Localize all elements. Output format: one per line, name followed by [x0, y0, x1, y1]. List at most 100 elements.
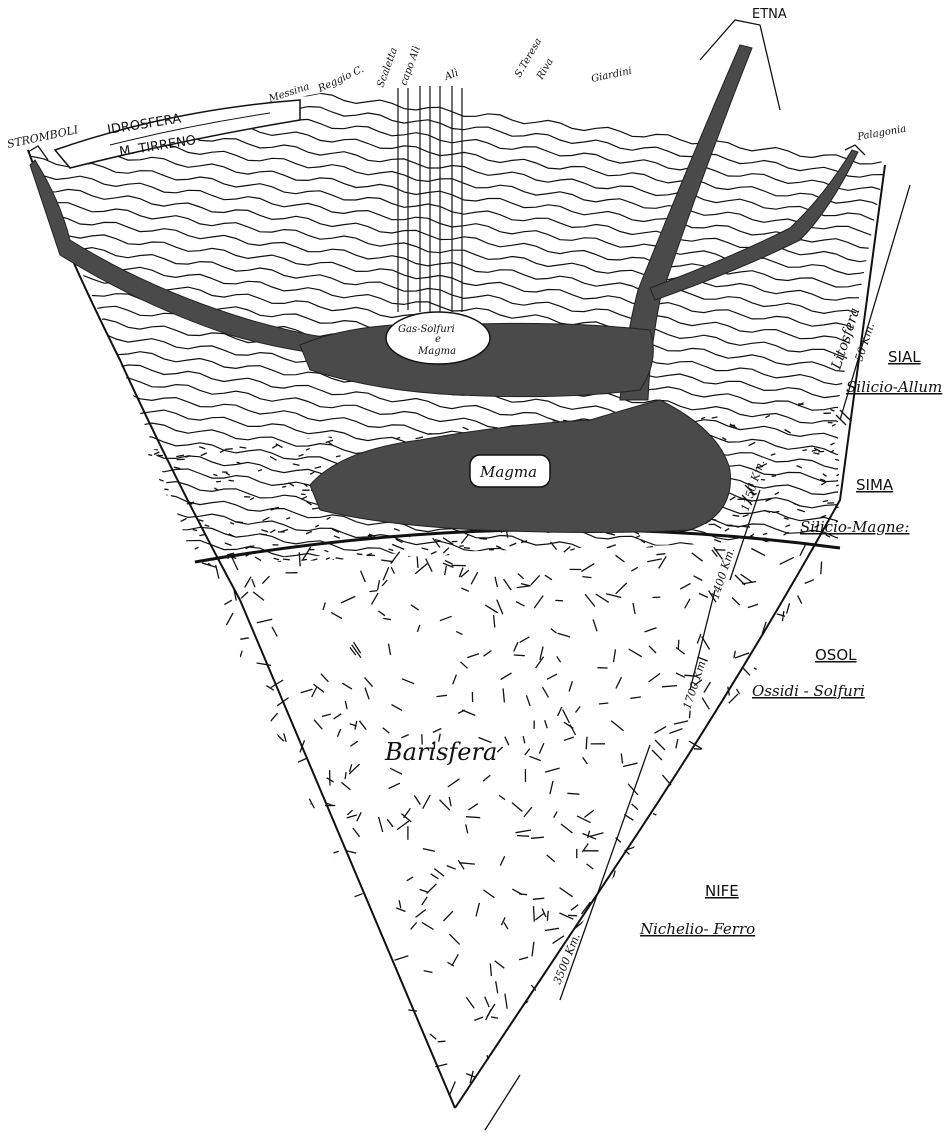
barisfera-dash: [590, 922, 594, 930]
sima-dash: [772, 399, 778, 401]
sima-dash: [438, 415, 445, 416]
barisfera-dash: [576, 706, 581, 712]
barisfera-dash: [337, 950, 348, 956]
barisfera-dash: [241, 592, 248, 598]
barisfera-dash: [777, 955, 782, 970]
barisfera-dash: [327, 948, 331, 954]
barisfera-dash: [796, 735, 807, 740]
barisfera-dash: [505, 994, 507, 1009]
barisfera-dash: [612, 1079, 621, 1080]
barisfera-dash: [556, 1093, 565, 1097]
sima-dash: [169, 402, 176, 406]
barisfera-dash: [745, 778, 756, 784]
barisfera-dash: [521, 584, 531, 586]
barisfera-dash: [490, 964, 491, 977]
barisfera-dash: [676, 823, 685, 824]
barisfera-dash: [554, 1084, 557, 1096]
barisfera-dash: [261, 841, 274, 844]
sima-dash: [234, 427, 241, 430]
barisfera-dash: [207, 1033, 214, 1041]
barisfera-dash: [606, 594, 621, 598]
barisfera-dash: [620, 929, 624, 936]
barisfera-dash: [347, 851, 357, 853]
barisfera-dash: [670, 851, 676, 857]
barisfera-dash: [299, 807, 301, 815]
gas-vent-lines: [398, 86, 462, 312]
barisfera-dash: [804, 877, 813, 888]
barisfera-dash: [226, 613, 233, 625]
sima-dash: [765, 415, 769, 417]
barisfera-dash: [844, 1037, 846, 1050]
barisfera-dash: [327, 856, 335, 859]
barisfera-dash: [550, 781, 553, 794]
barisfera-dash: [561, 824, 573, 833]
barisfera-dash: [524, 807, 532, 817]
barisfera-dash: [797, 781, 802, 786]
barisfera-dash: [494, 615, 495, 628]
sima-dash: [181, 519, 187, 522]
barisfera-dash: [814, 819, 816, 830]
barisfera-dash: [495, 577, 497, 587]
barisfera-dash: [206, 827, 218, 829]
barisfera-dash: [483, 890, 494, 898]
sima-dash: [324, 550, 328, 552]
sima-dash: [445, 403, 452, 407]
sima-dash: [334, 562, 339, 564]
sima-dash: [270, 457, 276, 461]
barisfera-dash: [828, 607, 835, 610]
barisfera-dash: [780, 557, 794, 564]
barisfera-dash: [266, 968, 277, 976]
barisfera-dash: [622, 893, 633, 897]
barisfera-dash: [654, 849, 660, 854]
sima-dash: [350, 427, 356, 431]
label-reggio: Reggio C.: [316, 64, 366, 95]
barisfera-dash: [565, 1025, 566, 1032]
barisfera-dash: [187, 726, 194, 737]
barisfera-dash: [397, 821, 409, 830]
barisfera-dash: [359, 721, 366, 730]
barisfera-dash: [345, 772, 346, 779]
sima-dash: [597, 567, 603, 570]
barisfera-dash: [750, 864, 751, 879]
label-barisfera: Barisfera: [384, 738, 497, 766]
barisfera-dash: [440, 800, 450, 810]
sima-dash: [479, 566, 483, 568]
sima-dash: [832, 424, 836, 426]
sima-dash: [299, 454, 304, 456]
barisfera-dash: [257, 663, 271, 665]
barisfera-dash: [554, 811, 557, 817]
barisfera-dash: [265, 876, 267, 884]
barisfera-dash: [520, 637, 530, 643]
barisfera-dash: [560, 888, 573, 897]
sima-dash: [797, 466, 802, 468]
barisfera-dash: [376, 1056, 387, 1067]
sima-dash: [757, 550, 763, 552]
barisfera-dash: [657, 872, 669, 882]
barisfera-dash: [257, 724, 270, 726]
sima-dash: [725, 528, 729, 531]
barisfera-dash: [669, 729, 682, 734]
barisfera-dash: [734, 651, 735, 659]
barisfera-dash: [517, 836, 529, 837]
barisfera-dash: [193, 1039, 201, 1053]
barisfera-dash: [794, 1020, 804, 1025]
barisfera-dash: [553, 936, 564, 944]
barisfera-dash: [797, 832, 805, 838]
sima-dash: [261, 534, 267, 535]
barisfera-dash: [576, 1007, 578, 1021]
sima-dash: [821, 482, 826, 485]
sima-dash: [307, 437, 312, 438]
barisfera-dash: [519, 957, 528, 960]
barisfera-dash: [804, 745, 806, 755]
barisfera-dash: [547, 911, 548, 921]
barisfera-dash: [279, 779, 290, 784]
strata-line: [20, 520, 896, 629]
barisfera-dash: [276, 980, 282, 985]
barisfera-dash: [347, 810, 352, 815]
sima-dash: [712, 417, 718, 418]
barisfera-dash: [687, 975, 696, 988]
barisfera-dash: [392, 705, 403, 711]
barisfera-dash: [571, 905, 578, 910]
barisfera-dash: [701, 1105, 706, 1113]
barisfera-dash: [241, 1050, 247, 1055]
